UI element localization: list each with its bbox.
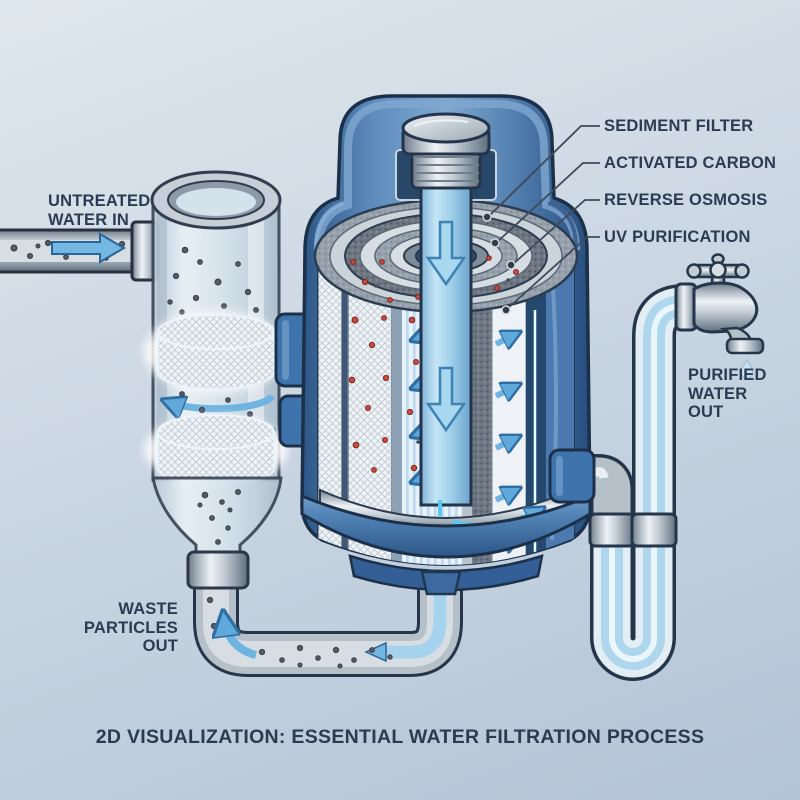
leader-dots — [482, 212, 516, 315]
tube-down-arrow — [425, 366, 467, 433]
cyclone-prefilter — [144, 170, 288, 590]
stage-label-activated-carbon: ACTIVATED CARBON — [604, 154, 777, 172]
stage-label-sediment-filter: SEDIMENT FILTER — [604, 117, 754, 135]
inlet-flow-arrow — [51, 232, 126, 264]
untreated-line2: WATER IN — [48, 210, 130, 229]
waste-pipe — [193, 586, 463, 677]
spout-collar — [725, 337, 765, 355]
waste-left-arrow — [364, 641, 387, 663]
waste-line3: OUT — [142, 637, 178, 655]
vessel-base-dish — [300, 493, 592, 559]
purified-water-label: PURIFIED WATER OUT — [688, 366, 767, 422]
faucet-body — [692, 281, 759, 334]
faucet-handle-hub — [709, 261, 727, 279]
purified-line3: OUT — [688, 403, 724, 421]
swirl-arrow-left — [168, 393, 276, 409]
central-intake-tube — [395, 112, 497, 507]
untreated-water-label: UNTREATED WATER IN — [48, 192, 150, 229]
waste-line1: WASTE — [118, 600, 178, 618]
activated-carbon-layer — [472, 230, 492, 565]
purified-line1: PURIFIED — [688, 366, 767, 384]
waste-line2: PARTICLES — [83, 618, 178, 637]
faucet — [674, 253, 765, 379]
waste-up-arrow — [224, 618, 258, 659]
funnel — [151, 476, 283, 562]
inlet-pipe — [0, 220, 160, 282]
stage-label-reverse-osmosis: REVERSE OSMOSIS — [604, 191, 768, 209]
waste-water-channel — [386, 588, 447, 659]
waste-particles-label: WASTE PARTICLES OUT — [78, 600, 178, 656]
stage-label-uv-purification: UV PURIFICATION — [604, 228, 751, 246]
tube-down-arrow — [425, 220, 467, 287]
leader-lines — [487, 125, 600, 310]
funnel-particles — [197, 489, 241, 545]
filtration-vessel — [300, 94, 596, 596]
purified-line2: WATER — [688, 384, 748, 403]
water-droplet — [740, 358, 754, 379]
u-trap-outlet-pipe — [566, 284, 688, 681]
drain-neck — [420, 570, 462, 596]
diagram-title: 2D VISUALIZATION: ESSENTIAL WATER FILTRA… — [95, 726, 705, 748]
untreated-line1: UNTREATED — [48, 192, 151, 210]
